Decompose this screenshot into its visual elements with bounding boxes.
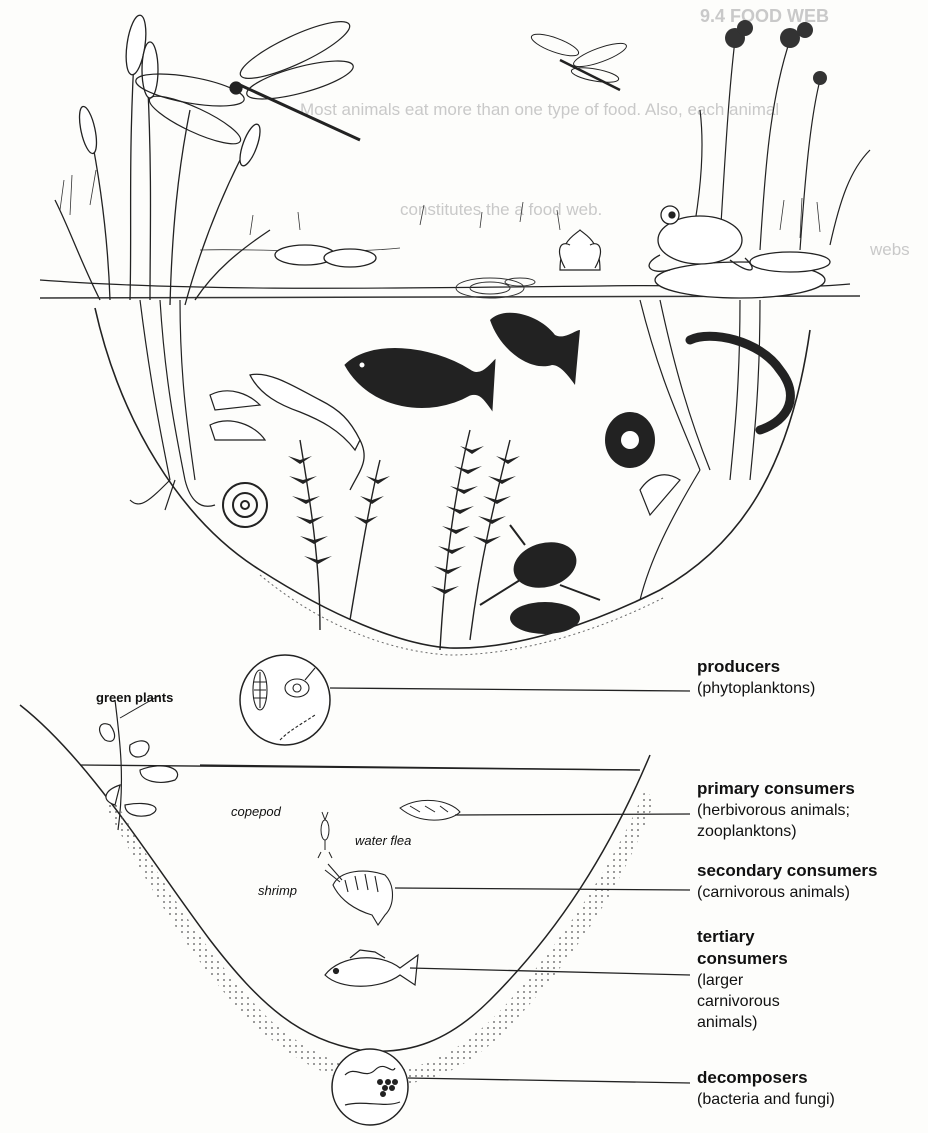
level-producers-desc: (phytoplanktons) — [697, 679, 815, 698]
level-decomposers-desc: (bacteria and fungi) — [697, 1090, 835, 1109]
level-decomposers-title: decomposers — [697, 1068, 808, 1088]
leader-decomposers — [408, 1078, 690, 1083]
label-shrimp: shrimp — [258, 883, 297, 899]
tertiary-fish-sketch — [325, 950, 418, 986]
pond-scene — [40, 12, 870, 655]
lily-pads — [275, 245, 830, 298]
level-tertiary-desc-3: animals) — [697, 1013, 757, 1032]
copepod-sketch — [318, 812, 332, 858]
level-secondary-title: secondary consumers — [697, 861, 877, 881]
food-chain-diagram — [20, 655, 690, 1125]
level-primary-desc-1: (herbivorous animals; — [697, 801, 850, 820]
leader-primary — [455, 814, 690, 815]
decomposers-circle — [332, 1049, 408, 1125]
shrimp-sketch — [325, 864, 393, 925]
level-tertiary-desc-1: (larger — [697, 971, 743, 990]
label-water-flea: water flea — [355, 833, 411, 849]
label-green-plants: green plants — [96, 690, 173, 706]
dragonfly-large — [134, 12, 360, 152]
cattail-4 — [236, 122, 264, 168]
salamander — [250, 374, 364, 490]
level-producers-title: producers — [697, 657, 780, 677]
label-copepod: copepod — [231, 804, 281, 820]
reeds-left — [55, 40, 270, 305]
level-tertiary-desc-2: carnivorous — [697, 992, 780, 1011]
level-primary-title: primary consumers — [697, 779, 855, 799]
dragonfly-small — [529, 30, 629, 90]
water-lily — [560, 230, 601, 270]
fish-large — [345, 349, 495, 410]
cattail-3 — [76, 105, 100, 155]
ripples — [456, 278, 535, 298]
water-beetle — [508, 535, 581, 594]
fish-small — [490, 313, 580, 385]
crayfish — [510, 602, 580, 634]
leader-secondary — [395, 888, 690, 890]
level-primary-desc-2: zooplanktons) — [697, 822, 797, 841]
leader-producers — [330, 688, 690, 691]
water-snake — [690, 336, 790, 430]
pond-weeds — [300, 430, 510, 650]
level-secondary-desc: (carnivorous animals) — [697, 883, 850, 902]
spiral-shell — [223, 483, 267, 527]
level-tertiary-title-2: consumers — [697, 949, 788, 969]
pond-basin — [95, 308, 810, 648]
level-tertiary-title-1: tertiary — [697, 927, 755, 947]
leader-surface — [200, 765, 640, 770]
water-flea-sketch — [400, 800, 460, 820]
